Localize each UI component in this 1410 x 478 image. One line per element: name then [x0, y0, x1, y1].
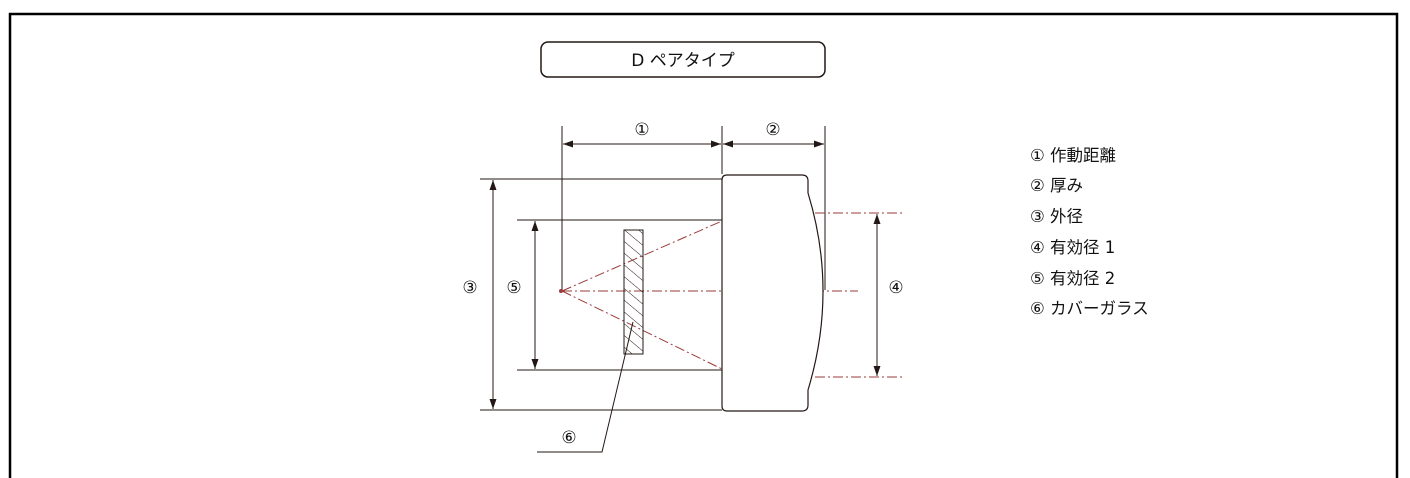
working-distance-label: ①: [634, 120, 649, 140]
page-border: [8, 12, 1399, 478]
optical-rays: [561, 212, 902, 378]
diagram-title: D ペアタイプ: [631, 51, 735, 71]
cover-glass-label: ⑥: [561, 428, 576, 448]
cover-glass: [623, 229, 644, 355]
cover-glass-leader: [537, 321, 634, 453]
lens-body: [721, 174, 824, 412]
legend-item-cover-glass: ⑥ カバーガラス: [1030, 299, 1149, 318]
thickness-label: ②: [765, 120, 780, 140]
focal-point: [559, 289, 563, 293]
legend-item-effective-diameter-1: ④ 有効径 1: [1030, 238, 1115, 257]
outer-diameter-label: ③: [462, 278, 477, 298]
legend-item-outer-diameter: ③ 外径: [1030, 207, 1083, 226]
legend-item-thickness: ② 厚み: [1030, 176, 1083, 195]
title-box: D ペアタイプ: [540, 41, 826, 78]
legend: ① 作動距離 ② 厚み ③ 外径 ④ 有効径 1 ⑤ 有効径 2 ⑥ カバーガラ…: [1030, 146, 1149, 318]
effective-diameter-2-label: ⑤: [506, 278, 521, 298]
legend-item-working-distance: ① 作動距離: [1030, 146, 1116, 165]
effective-diameter-1-label: ④: [888, 278, 903, 298]
legend-item-effective-diameter-2: ⑤ 有効径 2: [1030, 269, 1115, 288]
